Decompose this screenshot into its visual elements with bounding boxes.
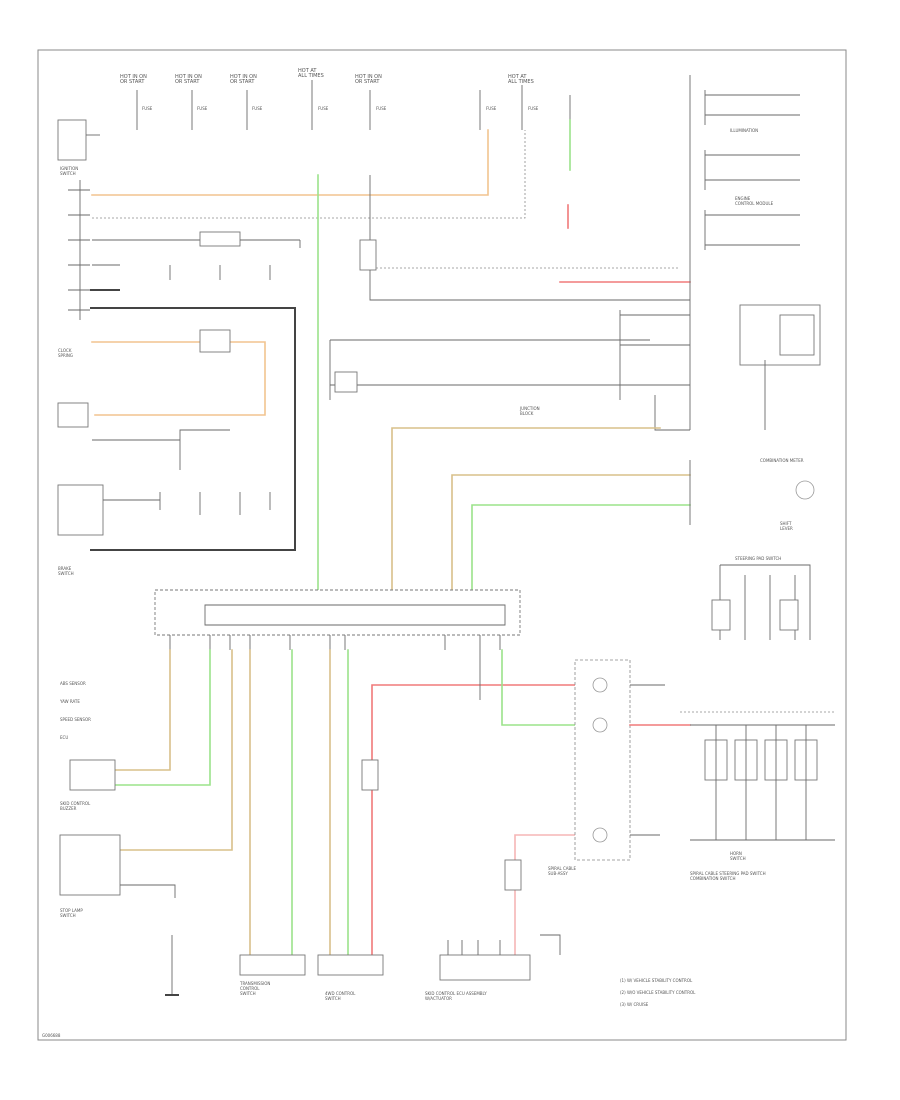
legend-item-2: (2) W/O VEHICLE STABILITY CONTROL bbox=[620, 990, 696, 995]
illumination-label: ILLUMINATION bbox=[730, 128, 758, 133]
abs-sensor-label: ABS SENSOR bbox=[60, 681, 86, 686]
legend-item-3: (3) W/ CRUISE bbox=[620, 1002, 649, 1007]
fuse-text-6: FUSE bbox=[486, 106, 497, 111]
diagram-id: G006688 bbox=[42, 1033, 61, 1038]
legend: (1) W/ VEHICLE STABILITY CONTROL (2) W/O… bbox=[620, 978, 696, 1007]
fuse-text-7: FUSE bbox=[528, 106, 539, 111]
steering-pad-switch-label: STEERING PAD SWITCH bbox=[735, 556, 781, 561]
combination-meter-label: COMBINATION METER bbox=[760, 458, 804, 463]
fuse-text-4: FUSE bbox=[318, 106, 329, 111]
diagram-frame bbox=[37, 49, 847, 1041]
fuse-text-1: FUSE bbox=[142, 106, 153, 111]
ecu-label: ECU bbox=[60, 735, 68, 740]
legend-item-1: (1) W/ VEHICLE STABILITY CONTROL bbox=[620, 978, 693, 983]
fuse-text-3: FUSE bbox=[252, 106, 263, 111]
ecu-box bbox=[154, 589, 521, 650]
yaw-rate-label: YAW RATE bbox=[59, 699, 80, 704]
lower-left-labels: ABS SENSOR YAW RATE SPEED SENSOR ECU SKI… bbox=[59, 681, 176, 918]
speed-sensor-label: SPEED SENSOR bbox=[60, 717, 91, 722]
fuse-text-2: FUSE bbox=[197, 106, 208, 111]
fuse-text-5: FUSE bbox=[376, 106, 387, 111]
